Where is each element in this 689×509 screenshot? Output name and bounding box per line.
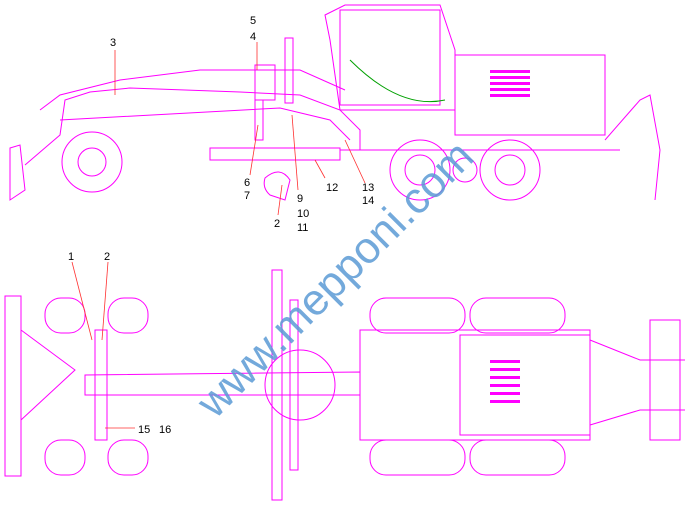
ripper-bracket [263, 171, 291, 201]
callout: 11 [297, 222, 308, 234]
top-view [4, 269, 685, 501]
callout: 9 [297, 193, 303, 205]
cab [324, 4, 456, 111]
callout: 12 [326, 182, 338, 194]
front-wheel [61, 131, 123, 193]
engine-hood [454, 54, 606, 136]
callout: 2 [104, 251, 110, 263]
callout: 10 [297, 208, 309, 220]
callout: 1 [68, 251, 74, 263]
callout: 14 [362, 195, 374, 207]
side-view [9, 4, 661, 201]
callout: 2 [274, 218, 280, 230]
callout: 5 [250, 15, 256, 27]
front-blade [9, 144, 26, 201]
callouts: 5 4 3 6 7 2 9 10 11 12 13 14 1 2 15 16 [68, 15, 374, 436]
rear-ripper [604, 94, 661, 201]
callout: 16 [159, 424, 171, 436]
callout: 15 [138, 424, 150, 436]
callout: 3 [110, 37, 116, 49]
moldboard-top [271, 269, 283, 501]
callout: 4 [250, 31, 256, 43]
callout: 6 [244, 177, 250, 189]
front-blade-top [4, 295, 22, 477]
callout: 13 [362, 182, 374, 194]
callout: 7 [244, 190, 250, 202]
